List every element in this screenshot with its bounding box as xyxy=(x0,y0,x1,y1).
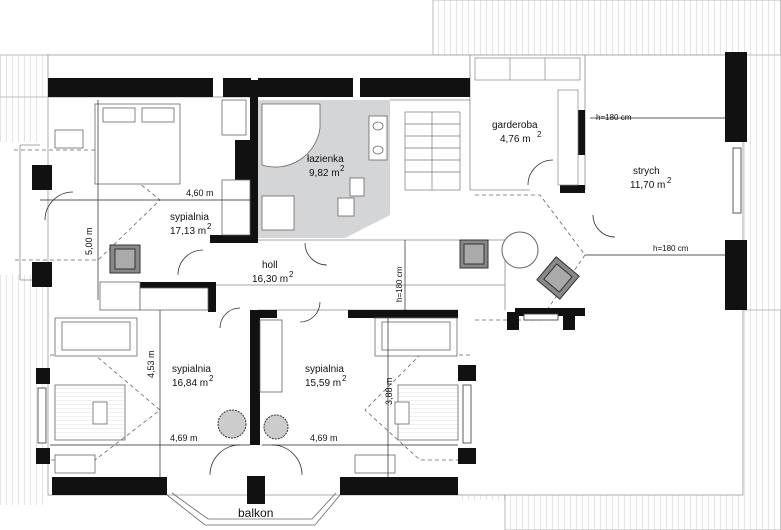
svg-text:2: 2 xyxy=(289,270,294,279)
bedroom1-height: 5,00 m xyxy=(84,227,94,255)
bedroom1-name: sypialnia xyxy=(170,212,209,223)
wardrobe-name: garderoba xyxy=(492,120,538,131)
hall-name: holl xyxy=(262,260,278,271)
balcony xyxy=(166,492,341,526)
attic-name: strych xyxy=(633,166,660,177)
bedroom1-width: 4,60 m xyxy=(186,188,214,198)
bedroom1-area: 17,13 m xyxy=(170,226,206,237)
attic-height-bottom: h=180 cm xyxy=(653,244,689,253)
windows xyxy=(37,147,742,444)
wardrobe-shelves xyxy=(474,57,581,186)
svg-text:2: 2 xyxy=(342,374,347,383)
svg-text:2: 2 xyxy=(209,374,214,383)
hall-height: h=180 cm xyxy=(395,266,404,302)
round-table-icon xyxy=(501,231,539,269)
lower-bedroom-furniture xyxy=(54,287,459,474)
armchair-icon xyxy=(536,256,580,300)
plant-icon xyxy=(217,409,289,440)
room-labels: sypialnia 17,13 m 4,60 m 5,00 m łazienka… xyxy=(84,113,689,520)
bedroom3-height: 3,88 m xyxy=(384,377,394,405)
walls xyxy=(32,52,747,504)
svg-text:2: 2 xyxy=(340,164,345,173)
balcony-name: balkon xyxy=(238,506,273,520)
svg-text:2: 2 xyxy=(207,222,212,231)
bedroom3-area: 15,59 m xyxy=(305,378,341,389)
bathroom-name: łazienka xyxy=(307,154,344,165)
svg-text:2: 2 xyxy=(537,130,542,139)
bathroom-fixtures xyxy=(261,103,388,231)
area-superscripts: 2 2 2 2 2 2 2 xyxy=(207,130,672,383)
armchair-icon xyxy=(109,244,141,274)
bedroom1-furniture xyxy=(54,99,251,311)
bathroom-area: 9,82 m xyxy=(309,168,340,179)
dimension-lines xyxy=(40,100,725,477)
attic-height-top: h=180 cm xyxy=(596,113,632,122)
wardrobe-area: 4,76 m xyxy=(500,134,531,145)
attic-area: 11,70 m xyxy=(630,180,665,191)
hall-area: 16,30 m xyxy=(252,274,288,285)
armchair-icon xyxy=(459,239,489,269)
stairs xyxy=(404,111,461,191)
door-swings xyxy=(44,159,616,476)
bedroom3-name: sypialnia xyxy=(305,364,344,375)
bedroom2-name: sypialnia xyxy=(172,364,211,375)
bedroom2-area: 16,84 m xyxy=(172,378,208,389)
bedroom3-width: 4,69 m xyxy=(310,433,338,443)
bedroom2-width: 4,69 m xyxy=(170,433,198,443)
svg-text:2: 2 xyxy=(667,176,672,185)
bedroom2-height: 4,53 m xyxy=(146,350,156,378)
